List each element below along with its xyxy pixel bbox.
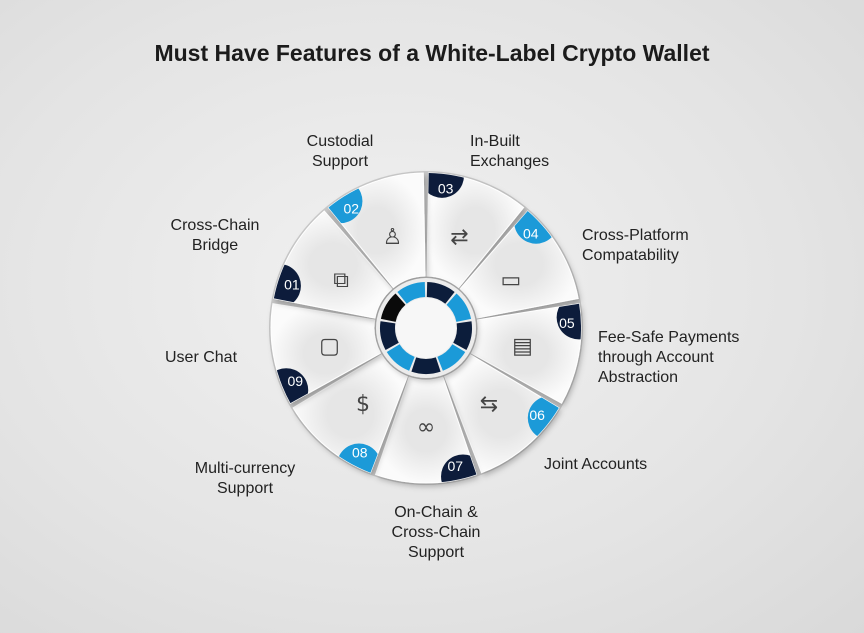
label-cross-chain-bridge: Cross-Chain Bridge xyxy=(170,217,260,254)
coins-hand-icon: $ xyxy=(356,392,370,417)
feature-slice-01: 01 ⧉ xyxy=(273,210,393,319)
badge-number: 07 xyxy=(448,458,464,474)
center-ring-segment xyxy=(380,321,399,350)
badge-number: 09 xyxy=(287,373,303,389)
feature-slice-04: 04 ▭ xyxy=(459,210,579,319)
badge-number: 01 xyxy=(284,276,300,292)
center-ring-segment xyxy=(380,293,406,322)
center-ring-segment xyxy=(411,357,441,374)
page-title: Must Have Features of a White-Label Cryp… xyxy=(154,40,710,66)
badge-03 xyxy=(426,173,464,198)
badge-06 xyxy=(527,395,559,440)
devices-icon: ▭ xyxy=(500,268,521,293)
badge-number: 03 xyxy=(438,180,454,196)
badge-number: 02 xyxy=(343,200,359,216)
center-hub xyxy=(396,298,456,358)
center-ring-segment xyxy=(437,344,466,371)
label-fee-safe-payments: Fee-Safe Payments through Account Abstra… xyxy=(598,329,740,386)
center-ring-segment xyxy=(386,344,415,371)
badge-number: 04 xyxy=(523,226,539,242)
badge-04 xyxy=(514,211,559,244)
exchange-icon: ⇄ xyxy=(450,225,468,250)
chat-icon: ▢ xyxy=(319,334,340,359)
label-joint-accounts: Joint Accounts xyxy=(544,456,648,473)
center-ring-segment xyxy=(426,282,455,304)
badge-08 xyxy=(336,443,381,473)
feature-slice-03: 03 ⇄ xyxy=(426,172,525,289)
feature-slice-06: 06 ⇆ xyxy=(443,354,560,474)
badge-number: 05 xyxy=(559,315,575,331)
users-exchange-icon: ⇆ xyxy=(480,392,498,417)
center-ring-segment xyxy=(446,293,472,322)
badge-number: 06 xyxy=(529,407,545,423)
chain-link-icon: ∞ xyxy=(417,415,435,440)
badge-05 xyxy=(556,303,581,340)
label-user-chat: User Chat xyxy=(165,349,238,366)
label-custodial-support: Custodial Support xyxy=(306,133,374,170)
bridge-icon: ⧉ xyxy=(333,268,349,293)
center-ring-segment xyxy=(397,282,426,304)
label-on-chain-support: On-Chain & Cross-Chain Support xyxy=(391,504,481,561)
label-in-built-exchanges: In-Built Exchanges xyxy=(470,133,550,170)
badge-01 xyxy=(273,263,301,308)
label-cross-platform: Cross-Platform Compatability xyxy=(582,227,689,264)
card-shield-icon: ▤ xyxy=(512,334,533,359)
center-ring-segment xyxy=(453,321,472,350)
feature-slice-05: 05 ▤ xyxy=(470,303,582,404)
label-multi-currency: Multi-currency Support xyxy=(194,460,296,497)
badge-number: 08 xyxy=(352,444,368,460)
custody-hands-icon: ♙ xyxy=(383,225,403,250)
feature-slice-08: 08 $ xyxy=(292,354,409,474)
